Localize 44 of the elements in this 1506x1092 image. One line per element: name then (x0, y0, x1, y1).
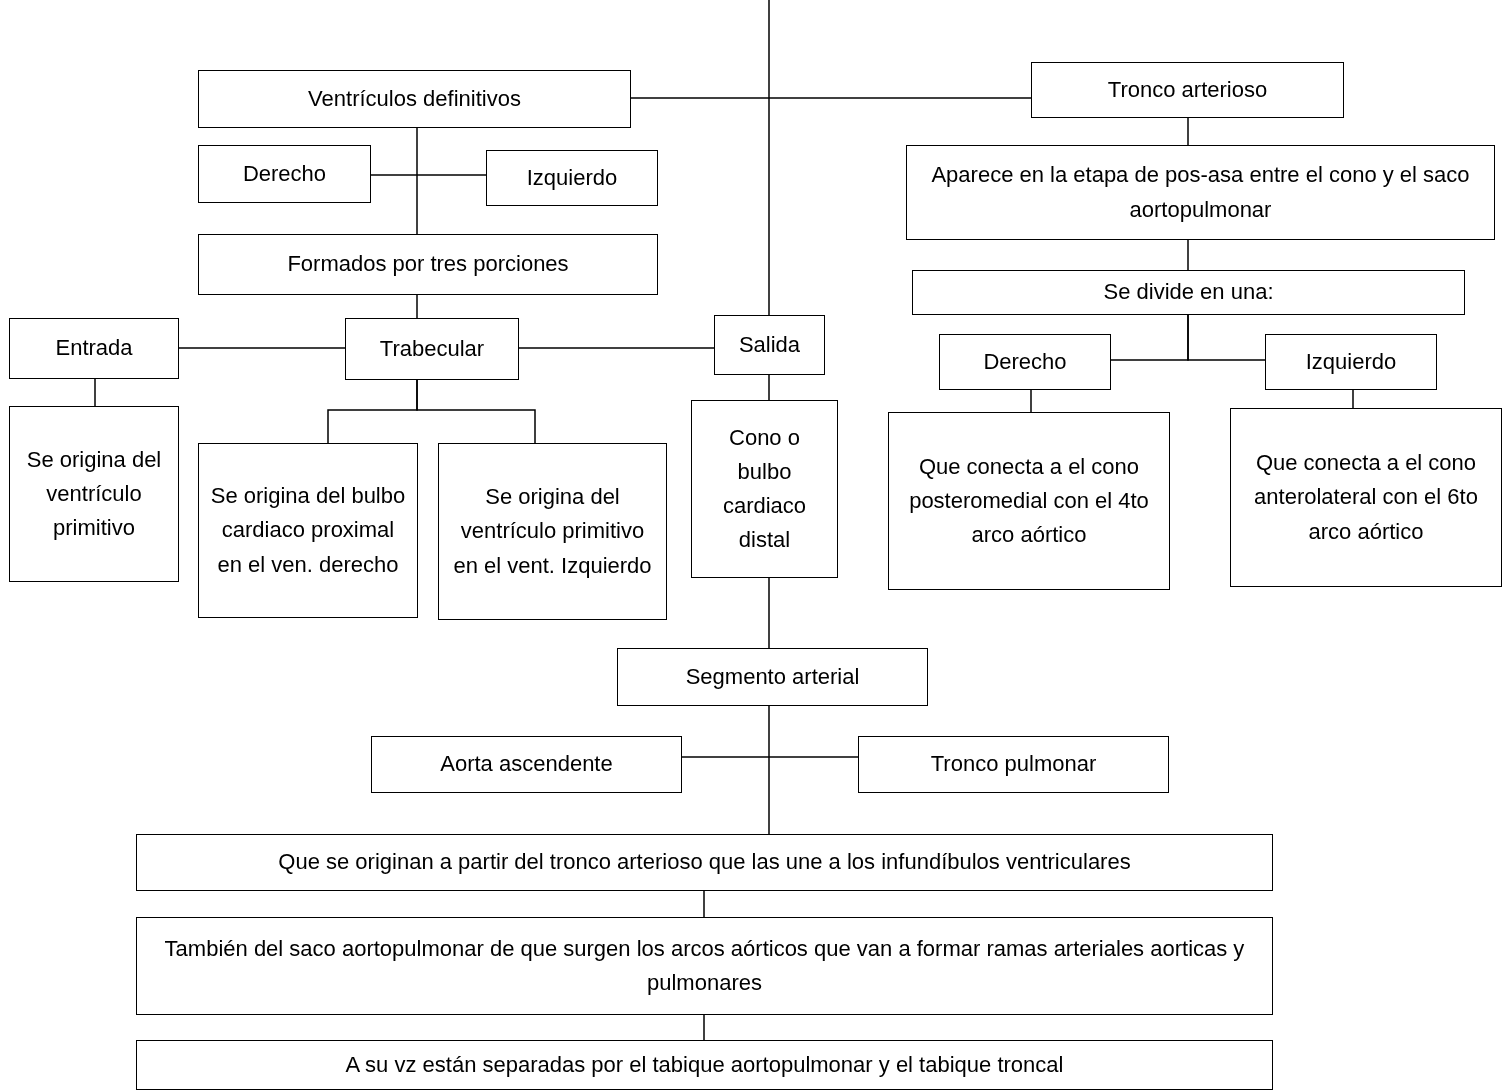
text-box: Que se originan a partir del tronco arterioso que las une a los infundíbulos ventriculares (136, 834, 1273, 891)
connector-line (703, 890, 705, 918)
connector-line (94, 378, 96, 407)
text-box: Entrada (9, 318, 179, 379)
text-box: Derecho (198, 145, 371, 203)
text-box: A su vz están separadas por el tabique aortopulmonar y el tabique troncal (136, 1040, 1273, 1090)
text-box: Cono o bulbo cardiaco distal (691, 400, 838, 578)
connector-line (1187, 239, 1189, 271)
text-box: Aorta ascendente (371, 736, 682, 793)
text-box: También del saco aortopulmonar de que surgen los arcos aórticos que van a formar ramas arteriales aorticas y pulmonares (136, 917, 1273, 1015)
connector-line (416, 294, 418, 319)
text-box: Izquierdo (486, 150, 658, 206)
connector-line (1030, 389, 1032, 413)
text-box: Ventrículos definitivos (198, 70, 631, 128)
connector-line (768, 577, 770, 649)
connector-line (178, 347, 346, 349)
connector-line (768, 705, 770, 835)
connector-line (768, 374, 770, 401)
connector-line (518, 347, 715, 349)
text-box: Salida (714, 315, 825, 375)
connector-line (681, 756, 859, 758)
connector-line (416, 127, 418, 235)
text-box: Que conecta a el cono anterolateral con el 6to arco aórtico (1230, 408, 1502, 587)
connector-line (1352, 389, 1354, 409)
text-box: Derecho (939, 334, 1111, 390)
text-box: Se origina del ventrículo primitivo (9, 406, 179, 582)
text-box: Tronco arterioso (1031, 62, 1344, 118)
connector-line (370, 174, 487, 176)
text-box: Izquierdo (1265, 334, 1437, 390)
text-box: Tronco pulmonar (858, 736, 1169, 793)
text-box: Que conecta a el cono posteromedial con el 4to arco aórtico (888, 412, 1170, 590)
connector-line (703, 1014, 705, 1041)
connector-line (416, 379, 536, 444)
text-box: Aparece en la etapa de pos-asa entre el cono y el saco aortopulmonar (906, 145, 1495, 240)
text-box: Se origina del ventrículo primitivo en el vent. Izquierdo (438, 443, 667, 620)
connector-line (1187, 314, 1266, 361)
connector-line (630, 97, 1032, 99)
text-box: Segmento arterial (617, 648, 928, 706)
connector-line (1187, 117, 1189, 146)
text-box: Trabecular (345, 318, 519, 380)
connector-line (768, 0, 770, 316)
text-box: Formados por tres porciones (198, 234, 658, 295)
text-box: Se origina del bulbo cardiaco proximal en el ven. derecho (198, 443, 418, 618)
text-box: Se divide en una: (912, 270, 1465, 315)
